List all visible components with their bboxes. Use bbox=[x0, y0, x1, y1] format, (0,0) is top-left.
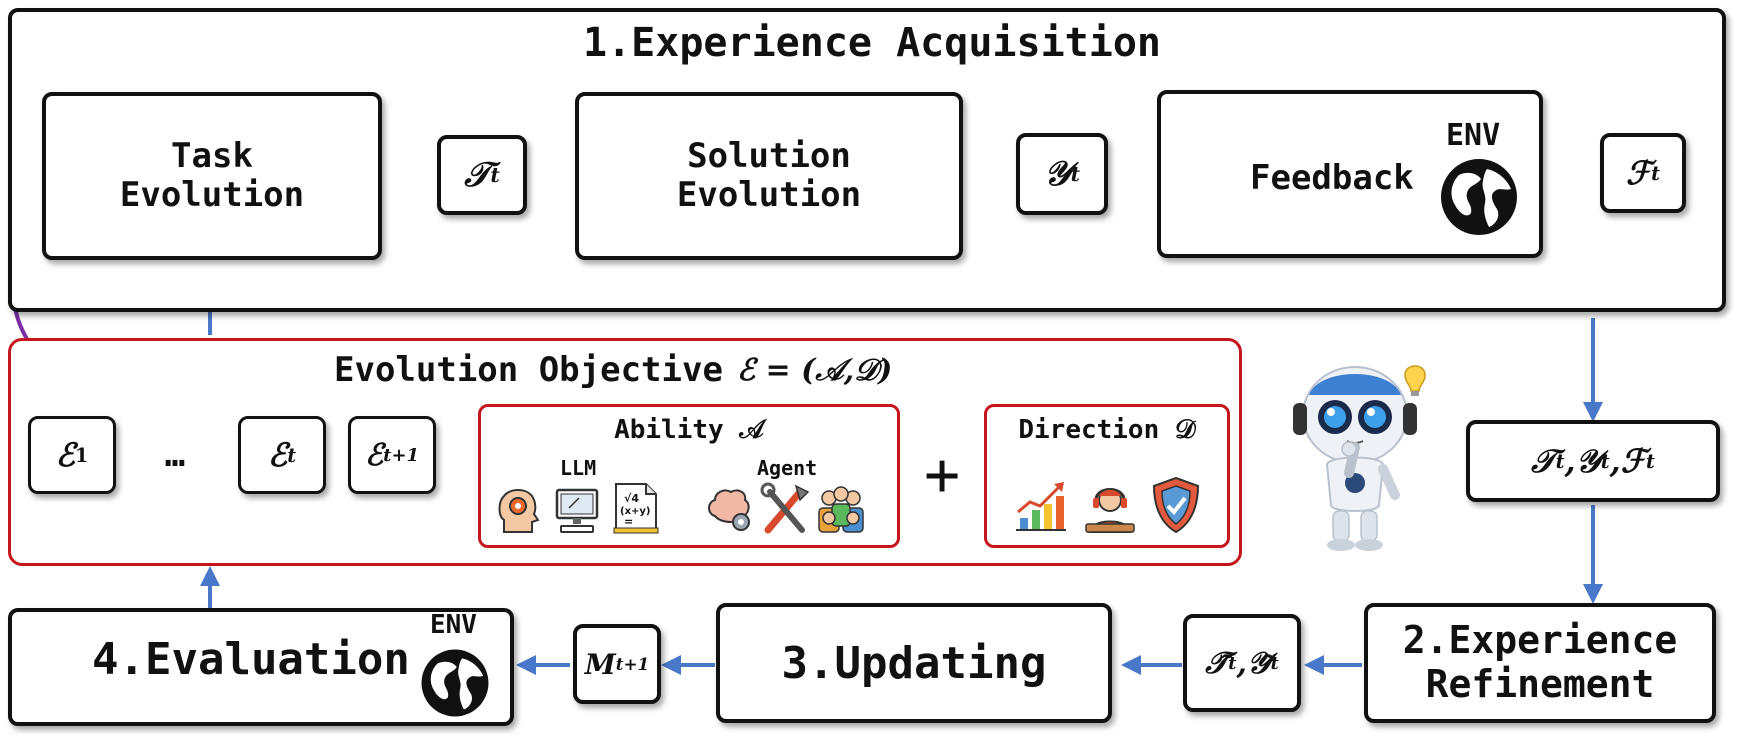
llm-label: LLM bbox=[560, 456, 597, 480]
experience-acquisition-title: 1.Experience Acquisition bbox=[583, 20, 1161, 66]
collected-t-sup: t bbox=[1555, 449, 1565, 473]
objective-et1-var: ℰ bbox=[364, 437, 384, 473]
objective-e1-sup: 1 bbox=[75, 443, 89, 467]
support-agent-icon bbox=[1085, 488, 1135, 533]
evolution-objective-title-row: Evolution Objective ℰ = (𝒜,𝒟) bbox=[334, 348, 892, 392]
math-document-icon: √4 (x+y) = bbox=[613, 483, 659, 534]
model-sup: t+1 bbox=[615, 654, 650, 674]
math-doc-sqrt: √4 bbox=[624, 492, 639, 505]
brain-gear-icon bbox=[708, 489, 750, 531]
globe-icon bbox=[1441, 159, 1517, 235]
refined-y-var: 𝒴̃ bbox=[1246, 645, 1271, 681]
solution-evolution-label-line1: Solution bbox=[687, 135, 851, 176]
objective-et-var: ℰ bbox=[267, 436, 288, 474]
tools-icon bbox=[760, 482, 810, 534]
evaluation-label: 4.Evaluation bbox=[92, 634, 410, 685]
experience-refinement-box: 2.Experience Refinement bbox=[1364, 603, 1716, 723]
solution-var: 𝒴 bbox=[1043, 154, 1071, 194]
agent-label: Agent bbox=[757, 456, 818, 480]
experience-refinement-label-line2: Refinement bbox=[1425, 662, 1655, 706]
refined-y-sup: t bbox=[1270, 652, 1279, 674]
experience-refinement-label-line1: 2.Experience bbox=[1402, 618, 1678, 663]
collected-sep-2: , bbox=[1609, 442, 1621, 480]
plus-sign: + bbox=[923, 440, 961, 510]
refined-t-var: 𝒯̃ bbox=[1205, 645, 1229, 681]
collected-y-var: 𝒴 bbox=[1575, 441, 1601, 480]
objective-et1-sup: t+1 bbox=[383, 444, 420, 466]
math-doc-eq: = bbox=[624, 515, 633, 528]
objective-e1-var: ℰ bbox=[55, 436, 75, 474]
evaluation-globe-icon bbox=[421, 649, 489, 717]
objective-et-sup: t bbox=[287, 443, 297, 467]
feedback-var-sup: t bbox=[1651, 161, 1661, 185]
direction-title: Direction 𝒟 bbox=[1018, 414, 1196, 445]
computer-icon bbox=[555, 488, 599, 533]
team-icon bbox=[818, 486, 864, 533]
task-evolution-label-line2: Evolution bbox=[119, 175, 305, 215]
collected-f-sup: t bbox=[1645, 449, 1655, 473]
evolution-objective-title: Evolution Objective bbox=[334, 350, 723, 390]
refined-sep: , bbox=[1236, 645, 1247, 681]
ability-title: Ability 𝒜 bbox=[614, 414, 764, 445]
objective-ellipsis: … bbox=[164, 435, 186, 475]
robot-thinking-icon bbox=[1293, 365, 1426, 551]
refined-t-sup: t bbox=[1228, 652, 1237, 674]
task-var: 𝒯 bbox=[464, 155, 491, 195]
feedback-var: ℱ bbox=[1625, 154, 1652, 192]
shield-check-icon bbox=[1152, 476, 1200, 534]
updating-label: 3.Updating bbox=[781, 637, 1047, 689]
math-doc-xy: (x+y) bbox=[620, 506, 651, 517]
growth-chart-icon bbox=[1016, 482, 1066, 531]
updating-box: 3.Updating bbox=[716, 603, 1112, 723]
solution-evolution-label-line2: Evolution bbox=[676, 175, 862, 215]
task-evolution-box: Task Evolution bbox=[42, 92, 382, 260]
collected-t-var: 𝒯 bbox=[1531, 441, 1556, 480]
evaluation-env-label: ENV bbox=[430, 610, 477, 640]
task-var-sup: t bbox=[490, 163, 500, 187]
collected-sep-1: , bbox=[1564, 442, 1576, 480]
collected-f-var: ℱ bbox=[1620, 442, 1646, 480]
solution-evolution-box: Solution Evolution bbox=[575, 92, 963, 260]
model-var: M bbox=[584, 647, 616, 681]
feedback-env-label: ENV bbox=[1446, 118, 1501, 153]
evolution-objective-formula: ℰ = (𝒜,𝒟) bbox=[736, 352, 893, 388]
task-evolution-label-line1: Task bbox=[171, 135, 253, 176]
head-gear-icon bbox=[498, 489, 540, 533]
collected-y-sup: t bbox=[1600, 449, 1610, 473]
solution-var-sup: t bbox=[1070, 162, 1081, 186]
feedback-label: Feedback bbox=[1250, 158, 1414, 198]
